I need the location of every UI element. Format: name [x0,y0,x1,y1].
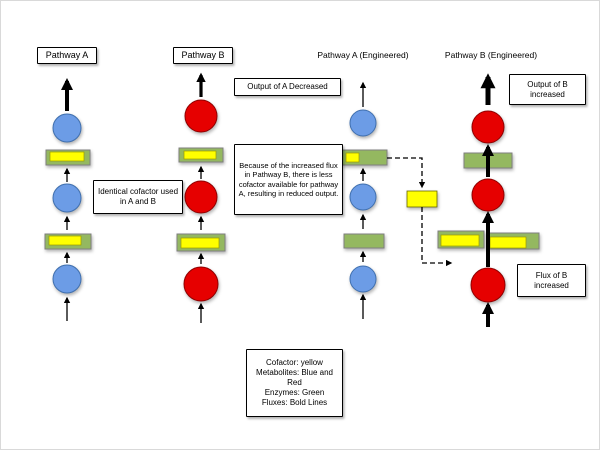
metabolite-blue [349,109,377,137]
metabolite-red [184,180,218,214]
cofactor-box [180,237,220,249]
pathway-a-engineered-label: Pathway A (Engineered) [317,50,409,60]
metabolite-red [183,266,219,302]
metabolite-blue [52,264,82,294]
cofactor-box [440,234,480,247]
cofactor-transfer-path [387,157,426,189]
pathway-b-label: Pathway B [173,47,233,64]
identical-cofactor-callout: Identical cofactor used in A and B [93,180,183,214]
enzyme-box [343,233,385,249]
flux-explanation-callout: Because of the increased flux in Pathway… [234,144,343,215]
metabolite-red [184,99,218,133]
cofactor-box-reduced [345,152,360,163]
pathway-b-engineered-label: Pathway B (Engineered) [444,50,538,60]
metabolite-red [471,110,505,144]
shared-cofactor-box [406,190,438,208]
metabolite-blue [52,183,82,213]
legend-box: Cofactor: yellow Metabolites: Blue and R… [246,349,343,417]
metabolite-blue [349,183,377,211]
pathway-a-label: Pathway A [37,47,97,64]
metabolite-red [470,267,506,303]
cofactor-box [489,236,527,249]
cofactor-box [49,151,85,162]
metabolite-blue [52,113,82,143]
output-b-increased-callout: Output of B increased [509,74,586,105]
cofactor-transfer-path [421,207,453,267]
cofactor-box [183,150,217,160]
output-a-decreased-callout: Output of A Decreased [234,78,341,96]
flux-b-increased-callout: Flux of B increased [517,264,586,297]
cofactor-box [48,235,82,246]
metabolite-blue [349,265,377,293]
metabolite-red [471,178,505,212]
